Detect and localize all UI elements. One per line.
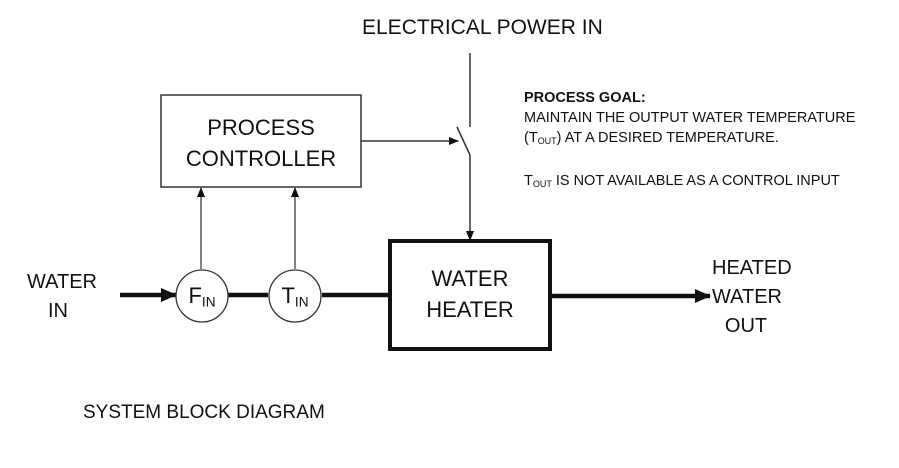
controller-label-line2: CONTROLLER [185,146,337,171]
process-goal-block: PROCESS GOAL: MAINTAIN THE OUTPUT WATER … [524,88,855,194]
flow-sensor [175,269,229,323]
process-goal-note: TOUT IS NOT AVAILABLE AS A CONTROL INPUT [524,173,840,190]
process-goal-line1: MAINTAIN THE OUTPUT WATER TEMPERATURE [524,110,856,126]
heated-water-out-label: HEATED WATER OUT [712,254,792,341]
water-heater-box [388,239,552,351]
switch-blade [456,126,471,156]
process-goal-heading: PROCESS GOAL: [524,90,646,106]
process-goal-line2: (TOUT) AT A DESIRED TEMPERATURE. [524,130,779,147]
power-in-label: ELECTRICAL POWER IN [362,16,603,39]
temp-sensor-label: TIN [281,283,309,310]
temp-sensor [268,269,322,323]
heater-label: WATER HEATER [390,263,550,325]
flow-sensor-label: FIN [188,283,216,310]
heated-water-out-line1: HEATED [712,257,792,279]
heater-label-line1: WATER [431,266,509,291]
water-in-line2: IN [48,300,68,322]
diagram-title: SYSTEM BLOCK DIAGRAM [83,402,325,423]
controller-label-line1: PROCESS [207,115,315,140]
water-in-label: WATER IN [27,268,97,326]
water-in-line1: WATER [27,271,97,293]
process-controller-box [160,94,362,188]
controller-label: PROCESS CONTROLLER [161,112,361,174]
heated-water-out-line3: OUT [724,315,768,337]
heater-label-line2: HEATER [426,297,514,322]
heated-water-out-line2: WATER [712,286,782,308]
